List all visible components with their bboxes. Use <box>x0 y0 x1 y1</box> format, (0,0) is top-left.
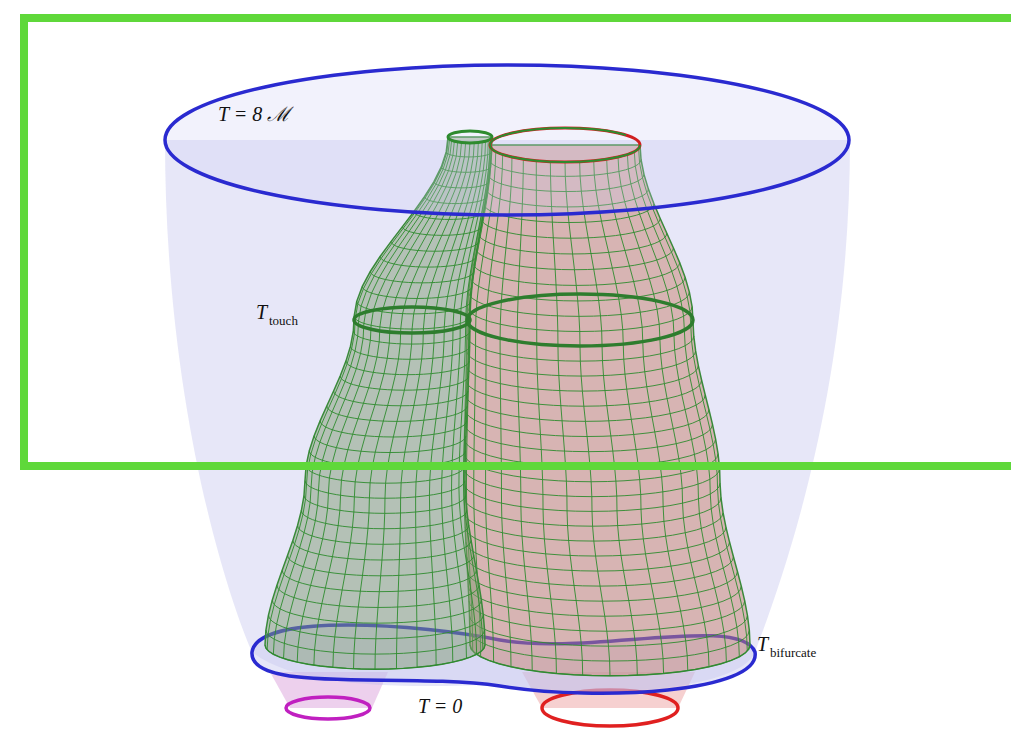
touch-slice <box>354 307 470 333</box>
apparent-horizon <box>448 131 492 143</box>
time-label: T = 8 ℳ <box>218 104 290 124</box>
large-horizon-tube <box>464 145 750 676</box>
mesh-line <box>627 154 726 662</box>
mesh-line <box>618 157 709 667</box>
mesh-line <box>550 161 582 675</box>
mesh-line <box>284 140 452 659</box>
mesh-line <box>267 138 448 650</box>
mesh-line <box>517 159 532 671</box>
mesh-line <box>536 160 556 673</box>
mesh-line <box>416 141 479 667</box>
time-label: T <box>757 634 768 654</box>
mesh-line <box>580 161 638 675</box>
time-label: T <box>256 302 267 322</box>
initial-horizon <box>542 690 678 726</box>
apparent-horizon <box>490 128 640 162</box>
mesh-line <box>452 140 489 659</box>
apparent-horizon <box>490 128 640 162</box>
mesh-line <box>500 157 512 667</box>
mesh-line <box>486 154 503 662</box>
final-slice <box>165 65 849 215</box>
highlight-frame <box>24 18 1011 466</box>
mesh-line <box>565 162 610 676</box>
time-label: T = 0 <box>418 696 462 716</box>
mesh-line <box>639 148 748 651</box>
mesh-line <box>396 142 474 669</box>
mesh-line <box>607 159 688 671</box>
mesh-line <box>273 139 449 654</box>
small-horizon-tube <box>265 137 492 669</box>
mesh-line <box>297 140 454 662</box>
touch-slice <box>467 294 693 346</box>
mesh-line <box>594 160 664 673</box>
mesh-line <box>354 142 466 669</box>
initial-horizon <box>286 697 370 719</box>
time-subscript: bifurcate <box>770 646 816 659</box>
mesh-line <box>442 140 486 662</box>
event-horizon <box>165 140 850 691</box>
mesh-line <box>375 142 470 669</box>
mesh-line <box>467 571 737 601</box>
time-subscript: touch <box>269 314 298 327</box>
